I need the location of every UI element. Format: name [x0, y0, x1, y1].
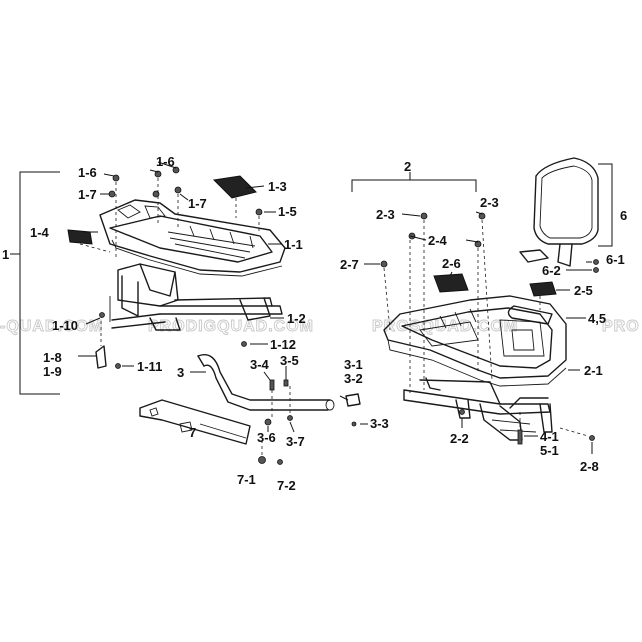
label-1-7b: 1-7: [188, 196, 207, 211]
label-6-1: 6-1: [606, 252, 625, 267]
watermark-left: -QUAD.COM: [0, 318, 103, 335]
label-2-5: 2-5: [574, 283, 593, 298]
label-5-1: 5-1: [540, 443, 559, 458]
label-1-1: 1-1: [284, 237, 303, 252]
front-rack-top: [99, 199, 286, 277]
front-rack-labels: 1 1-6 1-7 1-6 1-7 1-3 1-5 1-4 1-1 1-2 1-…: [2, 154, 306, 379]
label-1-6a: 1-6: [78, 165, 97, 180]
label-2-3a: 2-3: [376, 207, 395, 222]
footpad-2-5: [529, 281, 557, 297]
label-3-1: 3-1: [344, 357, 363, 372]
label-2-3b: 2-3: [480, 195, 499, 210]
label-2-4: 2-4: [428, 233, 448, 248]
label-2: 2: [404, 159, 411, 174]
label-1-5: 1-5: [278, 204, 297, 219]
label-3-2: 3-2: [344, 371, 363, 386]
label-4-5: 4,5: [588, 311, 606, 326]
label-3-3: 3-3: [370, 416, 389, 431]
label-3-6: 3-6: [257, 430, 276, 445]
rear-rack-labels: 2 2-3 2-3 2-4 2-7 2-6 2-5 2-1 2-2 2-8 6 …: [340, 159, 627, 474]
group-bracket-1: [19, 171, 60, 395]
label-4-1: 4-1: [540, 429, 559, 444]
label-1-11: 1-11: [137, 359, 162, 374]
label-7-1: 7-1: [237, 472, 256, 487]
tube-4-5: [507, 305, 553, 325]
rear-tube-labels: 3 3-4 3-5 3-1 3-2 3-3 3-6 3-7 7 7-1 7-2: [177, 353, 389, 493]
group-bracket-2: [351, 179, 477, 192]
label-3-7: 3-7: [286, 434, 305, 449]
label-2-1: 2-1: [584, 363, 603, 378]
label-1-12: 1-12: [270, 337, 296, 352]
bracket-1-8: [95, 345, 107, 369]
rear-tube-assembly: [139, 354, 368, 465]
front-rack-frame: [109, 263, 283, 331]
label-3-4: 3-4: [250, 357, 270, 372]
footpad-1-4: [67, 229, 93, 245]
backrest-6: [519, 157, 599, 267]
label-2-8: 2-8: [580, 459, 599, 474]
label-1-10: 1-10: [52, 318, 78, 333]
label-1-9: 1-9: [43, 364, 62, 379]
label-1: 1: [2, 247, 9, 262]
label-2-6: 2-6: [442, 256, 461, 271]
label-3-5: 3-5: [280, 353, 299, 368]
label-1-4: 1-4: [30, 225, 50, 240]
label-1-2: 1-2: [287, 311, 306, 326]
label-2-2: 2-2: [450, 431, 469, 446]
watermark-center: PRODIGQUAD.COM: [148, 318, 314, 335]
label-3: 3: [177, 365, 184, 380]
label-1-7a: 1-7: [78, 187, 97, 202]
label-6-2: 6-2: [542, 263, 561, 278]
group-bracket-6: [598, 163, 613, 247]
rear-rack-assembly: [351, 157, 613, 454]
front-rack-assembly: [10, 161, 286, 395]
watermark-edge: PRO: [602, 318, 640, 335]
rear-rack-top: [383, 295, 567, 387]
label-6: 6: [620, 208, 627, 223]
label-1-6b: 1-6: [156, 154, 175, 169]
label-1-8: 1-8: [43, 350, 62, 365]
label-1-3: 1-3: [268, 179, 287, 194]
rear-rack-frame: [403, 377, 553, 441]
end-cap-3-1: [345, 393, 361, 407]
label-2-7: 2-7: [340, 257, 359, 272]
watermark: -QUAD.COM PRODIGQUAD.COM PROSQUAD.COM PR…: [0, 318, 640, 336]
label-7: 7: [189, 425, 196, 440]
rear-bracket-7: [139, 399, 251, 445]
footpad-2-6: [433, 273, 469, 293]
rear-tube-3: [197, 354, 331, 401]
label-7-2: 7-2: [277, 478, 296, 493]
footpad-1-3: [212, 175, 257, 199]
